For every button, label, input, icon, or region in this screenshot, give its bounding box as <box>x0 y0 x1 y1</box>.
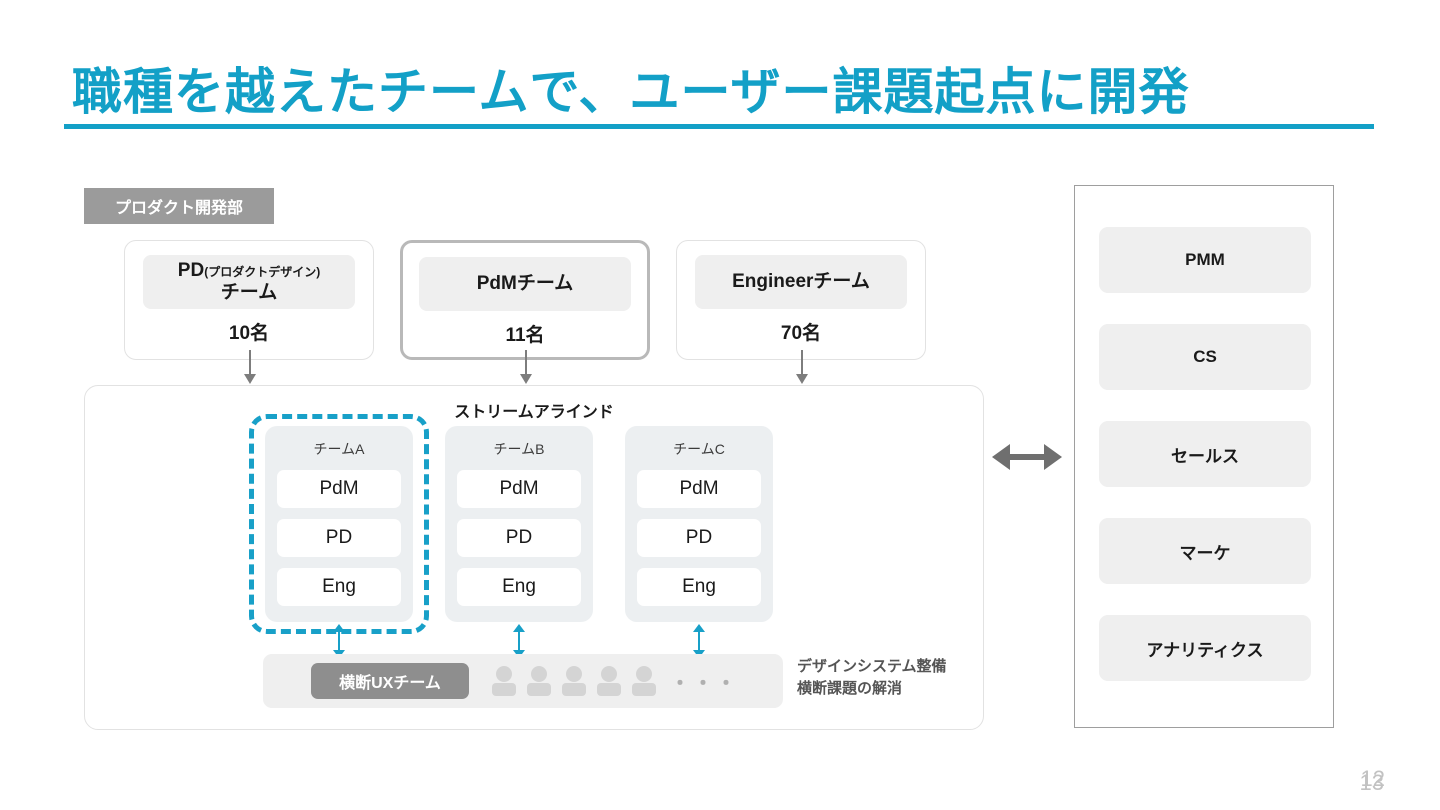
ux-note-line1: デザインシステム整備 <box>797 658 947 675</box>
arrow-up-down-icon <box>692 624 706 658</box>
panel-item-sales[interactable]: セールス <box>1099 421 1311 487</box>
panel-item-cs[interactable]: CS <box>1099 324 1311 390</box>
stream-aligned-container: ストリームアラインド チームA PdM PD Eng チームB PdM PD E… <box>84 385 984 730</box>
ux-note-line2: 横断課題の解消 <box>797 679 903 697</box>
stream-team-a-member-pdm: PdM <box>277 470 401 508</box>
panel-item-pmm[interactable]: PMM <box>1099 227 1311 293</box>
function-team-pdm-main: PdMチーム <box>476 273 574 295</box>
stream-team-c[interactable]: チームC PdM PD Eng <box>625 426 773 622</box>
stream-team-a-member-eng: Eng <box>277 568 401 606</box>
stream-team-b-name: チームB <box>493 441 545 457</box>
cross-functional-ux-badge: 横断UXチーム <box>311 663 469 699</box>
ux-member-avatars: ・・・ <box>491 666 739 696</box>
arrow-left-right-icon <box>992 444 1062 470</box>
function-team-pd-sub: (プロダクトデザイン) <box>204 265 321 280</box>
stream-team-b-member-pdm: PdM <box>457 470 581 508</box>
function-team-engineer-label: Engineerチーム <box>695 255 907 309</box>
function-team-pd-line2: チーム <box>220 282 278 303</box>
page-title: 職種を越えたチームで、ユーザー課題起点に開発 <box>72 64 1190 120</box>
panel-item-analytics[interactable]: アナリティクス <box>1099 615 1311 681</box>
stream-team-c-member-eng: Eng <box>637 568 761 606</box>
stream-team-b-member-eng: Eng <box>457 568 581 606</box>
function-team-engineer-count: 70名 <box>780 323 822 344</box>
person-icon <box>561 666 587 696</box>
ux-responsibility-note: デザインシステム整備 横断課題の解消 <box>797 656 947 700</box>
stream-team-c-member-pdm: PdM <box>637 470 761 508</box>
function-team-pdm-count: 11名 <box>505 325 545 346</box>
panel-item-marketing[interactable]: マーケ <box>1099 518 1311 584</box>
person-icon <box>526 666 552 696</box>
person-icon <box>596 666 622 696</box>
stream-team-c-member-pd: PD <box>637 519 761 557</box>
person-icon <box>631 666 657 696</box>
stream-team-a-name: チームA <box>313 441 365 457</box>
function-team-pd-label: PD(プロダクトデザイン) チーム <box>143 255 355 309</box>
function-team-pd-main: PD <box>177 260 205 282</box>
function-team-pdm[interactable]: PdMチーム 11名 <box>400 240 650 360</box>
function-team-pd[interactable]: PD(プロダクトデザイン) チーム 10名 <box>124 240 374 360</box>
stream-team-c-name: チームC <box>673 441 725 457</box>
ux-members-ellipsis: ・・・ <box>670 672 739 695</box>
function-team-engineer[interactable]: Engineerチーム 70名 <box>676 240 926 360</box>
arrow-up-down-icon <box>512 624 526 658</box>
person-icon <box>491 666 517 696</box>
cross-functional-ux-strip[interactable]: 横断UXチーム ・・・ <box>263 654 783 708</box>
stream-team-a[interactable]: チームA PdM PD Eng <box>265 426 413 622</box>
function-team-pd-count: 10名 <box>228 323 270 344</box>
title-underline <box>64 124 1374 129</box>
stream-team-b[interactable]: チームB PdM PD Eng <box>445 426 593 622</box>
function-team-engineer-main: Engineerチーム <box>732 271 870 293</box>
stream-team-a-member-pd: PD <box>277 519 401 557</box>
function-team-pdm-label: PdMチーム <box>419 257 631 311</box>
page-number-front: 13 <box>1359 770 1384 795</box>
stream-aligned-label: ストリームアラインド <box>454 404 614 421</box>
collaborating-functions-panel: PMM CS セールス マーケ アナリティクス <box>1074 185 1334 728</box>
stream-team-b-member-pd: PD <box>457 519 581 557</box>
arrow-up-down-icon <box>332 624 346 658</box>
page-number-back: 12 <box>1360 766 1385 791</box>
department-badge: プロダクト開発部 <box>84 188 274 224</box>
